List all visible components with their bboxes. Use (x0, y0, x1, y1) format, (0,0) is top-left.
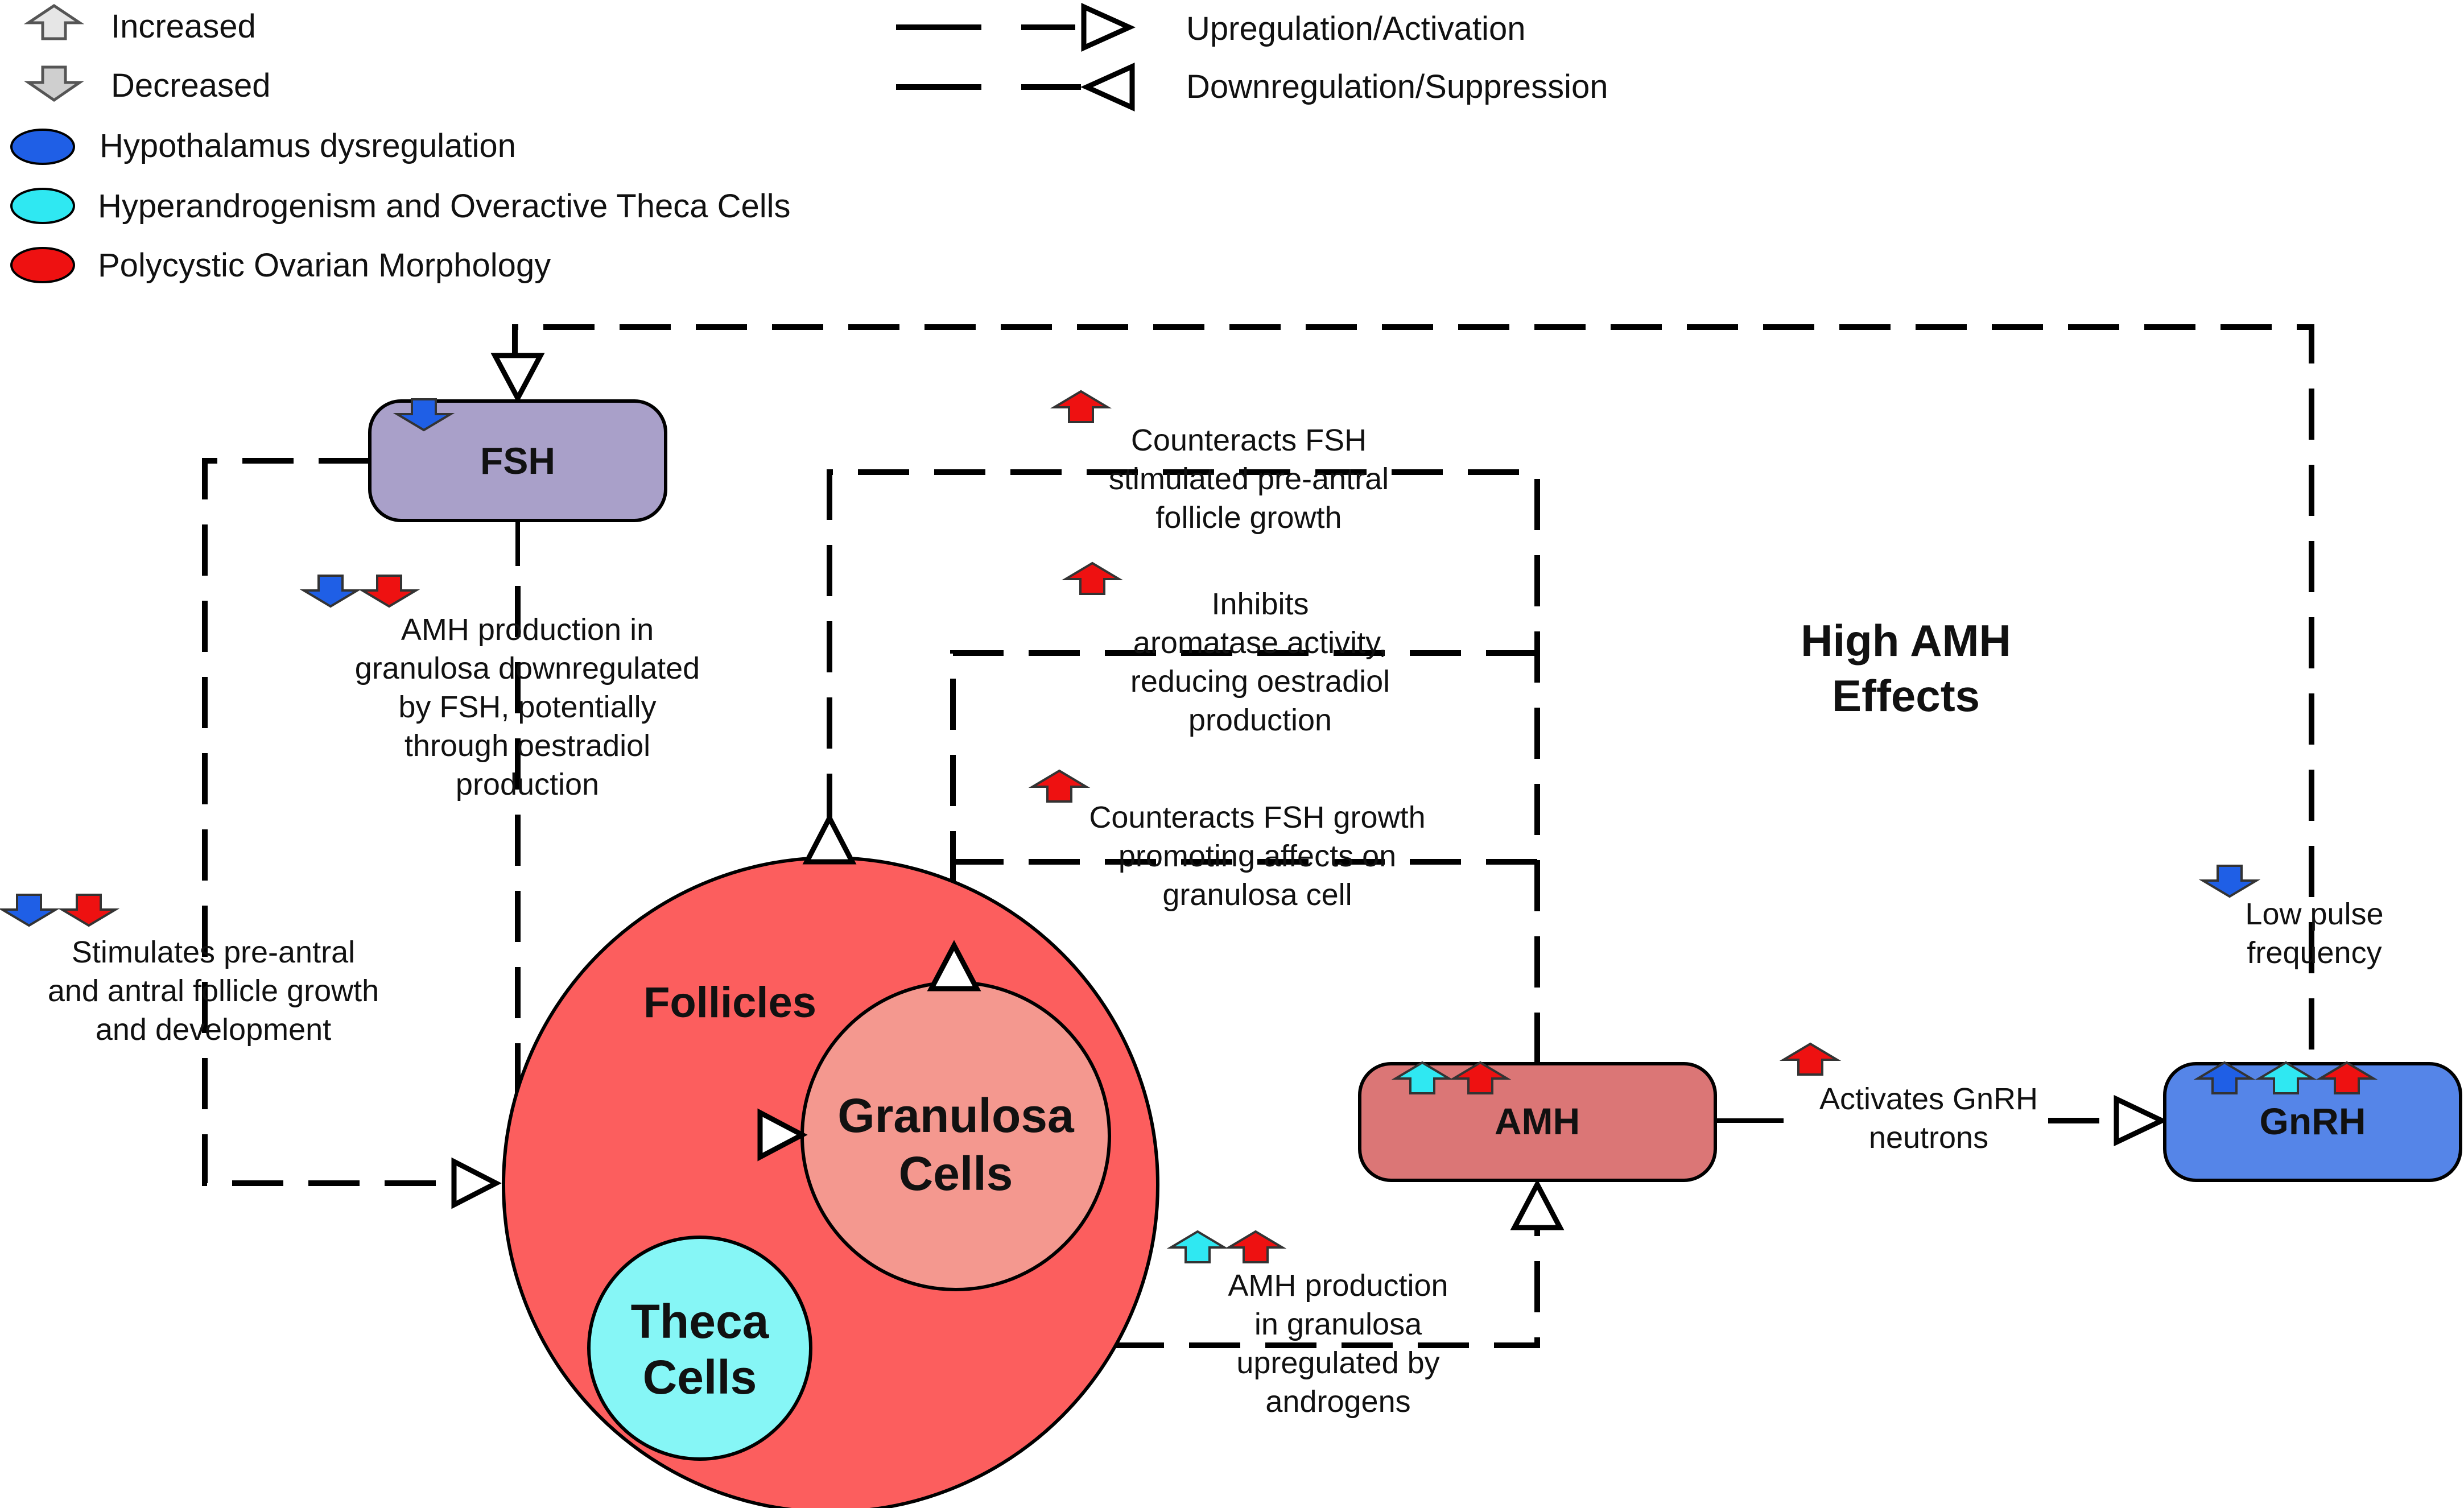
annotation-line: through oestradiol (405, 729, 650, 763)
amh-to-granulosa-aromatase-connector (950, 650, 1537, 941)
arrow-down-icon (358, 575, 420, 608)
arrow-up-icon (1449, 1061, 1512, 1094)
gnrh-node: GnRH (2163, 1062, 2462, 1182)
follicles-activation-arrowhead-icon (802, 812, 857, 865)
legend-increased-label: Increased (111, 8, 256, 45)
annotation-inhibits-aromatase: Inhibits aromatase activity, reducing oe… (1130, 587, 1390, 737)
gnrh-box (2163, 1062, 2462, 1182)
arrow-down-icon (2198, 865, 2261, 898)
granulosa-activation-arrowhead-icon (927, 940, 981, 991)
granulosa-label-line1: Granulosa (837, 1089, 1075, 1142)
annotation-line: upregulated by (1236, 1346, 1439, 1380)
theca-label-line2: Cells (643, 1350, 757, 1404)
annotation-line: Counteracts FSH (1131, 423, 1367, 457)
arrow-down-icon (393, 398, 455, 432)
arrow-up-icon (1061, 561, 1124, 595)
legend-polycystic-swatch-icon (10, 247, 75, 283)
annotation-line: neutrons (1869, 1121, 1988, 1155)
annotation-line: Counteracts FSH growth (1089, 800, 1425, 834)
fsh-box (368, 399, 667, 522)
legend-polycystic-label: Polycystic Ovarian Morphology (98, 247, 551, 284)
annotation-line: follicle growth (1155, 501, 1342, 535)
arrow-up-icon (2255, 1061, 2317, 1094)
legend-decreased-label: Decreased (111, 67, 270, 104)
annotation-line: Low pulse (2245, 897, 2383, 931)
fsh-activation-arrowhead-icon (490, 353, 545, 404)
arrow-up-icon (1391, 1061, 1454, 1094)
arrow-down-icon (57, 894, 120, 927)
legend-hyperandrogenism-swatch-icon (10, 188, 75, 224)
arrow-up-icon (1779, 1042, 1842, 1076)
legend-hyperandrogenism-label: Hyperandrogenism and Overactive Theca Ce… (98, 188, 791, 225)
diagram-title-line2: Effects (1832, 671, 1980, 721)
legend-downregulation-label: Downregulation/Suppression (1186, 68, 1608, 105)
legend-hypothalamus-swatch-icon (10, 129, 75, 165)
fsh-label: FSH (480, 440, 555, 482)
amh-node: AMH (1358, 1062, 1717, 1182)
annotation-line: Inhibits (1211, 587, 1309, 621)
fsh-node: FSH (368, 399, 667, 522)
granulosa-label-line2: Cells (899, 1147, 1013, 1200)
follicles-group: Follicles Granulosa Cells Theca Cells (502, 856, 1159, 1508)
arrow-up-icon (1166, 1230, 1229, 1263)
amh-activation-arrowhead-icon (1510, 1179, 1565, 1230)
annotation-activates-gnrh: Activates GnRH neutrons (1819, 1082, 2038, 1155)
theca-cells-circle (587, 1236, 812, 1461)
annotation-line: stimulated pre-antral (1109, 462, 1389, 496)
legend-upregulation-arrowhead-icon (1081, 3, 1136, 52)
annotation-line: and development (96, 1013, 331, 1047)
amh-label: AMH (1495, 1100, 1580, 1142)
legend: Increased Decreased Hypothalamus dysregu… (10, 3, 1608, 284)
annotation-line: granulosa downregulated (355, 651, 700, 685)
follicles-left-activation-arrowhead-icon (451, 1157, 502, 1209)
annotation-line: and antral follicle growth (48, 974, 379, 1008)
arrow-up-icon (2316, 1061, 2378, 1094)
annotation-line: aromatase activity, (1133, 626, 1387, 660)
annotation-line: granulosa cell (1162, 878, 1352, 912)
annotation-line: AMH production (1228, 1269, 1448, 1303)
gnrh-to-fsh-connector (512, 324, 2314, 1050)
annotation-counteracts-preantral: Counteracts FSH stimulated pre-antral fo… (1109, 423, 1389, 535)
annotation-amh-androgens: AMH production in granulosa upregulated … (1228, 1269, 1448, 1419)
legend-hypothalamus-label: Hypothalamus dysregulation (100, 127, 516, 164)
arrowheads (451, 353, 2168, 1230)
annotation-low-pulse: Low pulse frequency (2245, 897, 2383, 970)
annotation-line: Stimulates pre-antral (72, 935, 355, 969)
arrow-up-icon (2193, 1061, 2256, 1094)
annotation-line: production (1188, 703, 1332, 737)
diagram-title-line1: High AMH (1801, 615, 2011, 666)
arrow-up-icon (1224, 1230, 1287, 1263)
amh-box (1358, 1062, 1717, 1182)
annotation-line: androgens (1265, 1385, 1410, 1419)
legend-decreased-arrow-icon (23, 65, 85, 102)
annotation-line: AMH production in (401, 613, 654, 647)
annotation-line: frequency (2247, 936, 2382, 970)
legend-increased-arrow-icon (23, 3, 85, 40)
theca-label-line1: Theca (631, 1295, 770, 1348)
arrow-down-icon (0, 894, 60, 927)
follicles-label: Follicles (643, 978, 816, 1027)
fsh-to-follicles-connector (202, 458, 449, 1186)
gnrh-activation-arrowhead-icon (2114, 1094, 2168, 1147)
annotation-line: in granulosa (1254, 1307, 1422, 1341)
annotation-line: by FSH, potentially (398, 690, 656, 724)
indicator-arrows (0, 390, 2378, 1263)
annotation-amh-fsh: AMH production in granulosa downregulate… (355, 613, 700, 801)
arrow-up-icon (1050, 390, 1112, 423)
granulosa-suppression-arrowhead-icon (757, 1108, 808, 1162)
annotation-line: promoting affects on (1119, 839, 1396, 873)
annotation-counteracts-growth: Counteracts FSH growth promoting affects… (1089, 800, 1425, 912)
arrow-up-icon (1028, 769, 1091, 803)
annotation-stimulates: Stimulates pre-antral and antral follicl… (48, 935, 379, 1047)
amh-to-follicles-connector (827, 469, 1540, 1064)
arrow-down-icon (299, 575, 362, 608)
legend-downregulation-arrowhead-icon (1080, 63, 1135, 111)
annotation-line: reducing oestradiol (1130, 664, 1390, 699)
gnrh-label: GnRH (2260, 1100, 2366, 1142)
legend-upregulation-label: Upregulation/Activation (1186, 10, 1525, 47)
annotation-line: Activates GnRH (1819, 1082, 2038, 1116)
annotation-line: production (456, 767, 599, 801)
